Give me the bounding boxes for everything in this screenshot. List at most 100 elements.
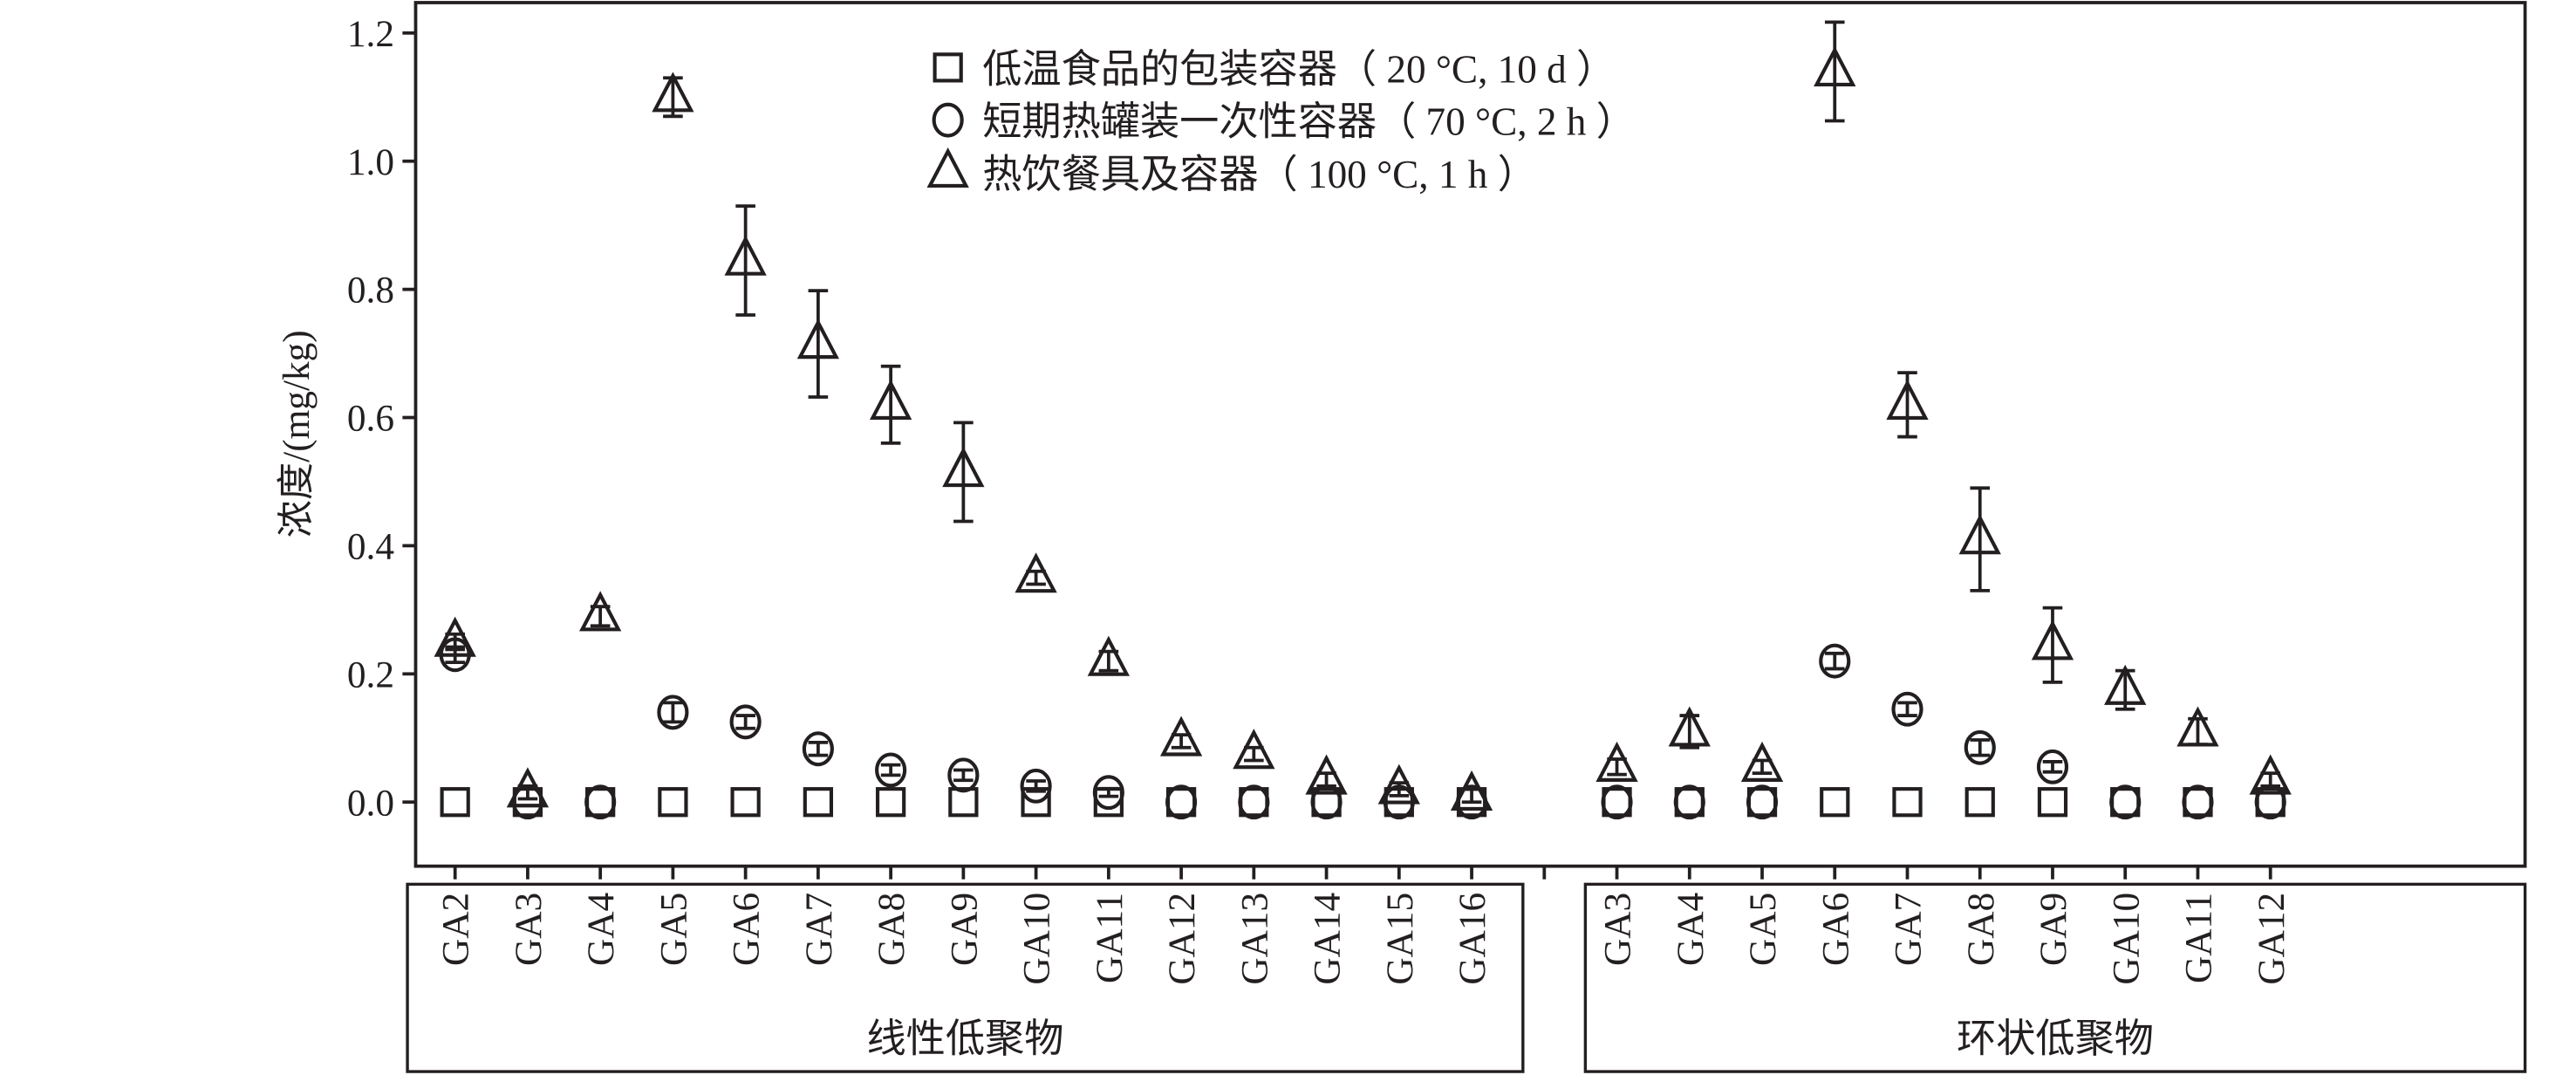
data-marks [434, 20, 2292, 820]
triangle-marker [724, 235, 767, 276]
x-tick-label: GA7 [798, 893, 840, 966]
series-triangle [434, 20, 2292, 811]
circle-marker [2182, 784, 2214, 820]
triangle-marker [1159, 716, 1203, 757]
triangle-marker [2249, 754, 2292, 795]
y-tick-label: 1.2 [347, 13, 394, 55]
triangle-marker [1377, 763, 1420, 805]
legend: 低温食品的包装容器（ 20 °C, 10 d ） 短期热罐装一次性容器（ 70 °… [926, 47, 1636, 196]
triangle-marker [1233, 729, 1275, 770]
x-tick-label: GA2 [435, 893, 477, 966]
triangle-marker [506, 767, 550, 808]
y-axis-label: 浓度/(mg/kg) [276, 330, 318, 538]
x-tick-label: GA3 [508, 893, 550, 966]
triangle-marker [942, 447, 985, 488]
y-tick-label: 1.0 [347, 141, 394, 183]
x-tick-label: GA6 [1814, 893, 1856, 966]
y-tick-label: 0.4 [347, 525, 394, 567]
group-label-box [1583, 882, 2527, 1073]
legend-entry: 短期热罐装一次性容器（ 70 °C, 2 h ） [982, 100, 1636, 144]
y-tick-label: 0.6 [347, 398, 394, 440]
x-tick-label: GA11 [2178, 893, 2220, 983]
square-marker [658, 787, 688, 818]
triangle-marker [1450, 770, 1493, 811]
circle-marker [947, 757, 980, 793]
x-tick-label: GA8 [1960, 893, 2002, 966]
circle-marker [584, 784, 617, 820]
triangle-marker [434, 616, 476, 657]
triangle-marker [1814, 45, 1856, 87]
triangle-marker [2176, 706, 2219, 747]
circle-marker [1165, 784, 1198, 820]
circle-marker [1819, 643, 1851, 679]
triangle-marker [1305, 754, 1348, 795]
x-tick-label: GA12 [2251, 893, 2292, 985]
square-marker [948, 787, 979, 818]
triangle-marker [1668, 706, 1711, 747]
square-marker [1820, 787, 1850, 818]
series-square [440, 787, 2286, 818]
triangle-marker [2031, 620, 2074, 661]
square-marker [1964, 787, 1995, 818]
group-label: 环状低聚物 [1957, 1017, 2154, 1060]
triangle-marker [1958, 514, 2001, 555]
x-tick-label: GA13 [1233, 893, 1275, 985]
square-marker [1892, 787, 1923, 818]
x-tick-label: GA3 [1597, 893, 1639, 966]
square-marker [440, 787, 470, 818]
x-tick-label: GA6 [726, 893, 768, 966]
triangle-marker [796, 318, 840, 359]
series-circle [439, 637, 2286, 820]
circle-marker [1092, 775, 1124, 811]
circle-marker [1891, 691, 1923, 727]
square-marker [933, 52, 963, 83]
x-tick-label: GA5 [1742, 893, 1784, 966]
triangle-marker [579, 591, 622, 632]
square-marker [730, 787, 761, 818]
y-tick-label: 0.0 [347, 782, 394, 824]
x-tick-label: GA9 [2033, 893, 2074, 966]
y-tick-label: 0.2 [347, 654, 394, 695]
triangle-marker [2104, 664, 2147, 705]
x-tick-label: GA8 [871, 893, 912, 966]
triangle-marker [1886, 379, 1929, 420]
circle-marker [875, 752, 907, 788]
triangle-marker [1595, 741, 1638, 782]
circle-marker [932, 102, 964, 138]
x-tick-label: GA11 [1089, 893, 1131, 983]
x-axis: GA2 GA3 GA4 GA5 GA6 GA7 GA8 GA9 GA10 GA11 GA12 GA13… [406, 866, 2527, 1073]
circle-marker [1746, 784, 1779, 820]
triangle-marker [652, 72, 694, 113]
y-axis: 0.0 0.2 0.4 0.6 0.8 1.0 1.2 [347, 13, 416, 824]
legend-entry: 低温食品的包装容器（ 20 °C, 10 d ） [982, 47, 1616, 91]
circle-marker [1601, 784, 1633, 820]
group-label-box [406, 882, 1525, 1073]
circle-marker [1964, 729, 1996, 765]
legend-entry: 热饮餐具及容器（ 100 °C, 1 h ） [982, 153, 1537, 196]
x-tick-label: GA16 [1452, 893, 1493, 985]
triangle-marker [926, 147, 969, 188]
x-tick-label: GA4 [1670, 893, 1712, 966]
circle-marker [1238, 784, 1270, 820]
square-marker [875, 787, 906, 818]
circle-marker [1020, 768, 1052, 804]
x-tick-label: GA7 [1888, 893, 1930, 966]
triangle-marker [869, 379, 912, 420]
x-tick-label: GA10 [2105, 893, 2147, 985]
triangle-marker [1740, 741, 1784, 782]
circle-marker [2036, 749, 2069, 784]
circle-marker [2109, 784, 2142, 820]
x-tick-label: GA12 [1161, 893, 1203, 985]
square-marker [803, 787, 834, 818]
x-tick-label: GA10 [1016, 893, 1058, 985]
x-tick-label: GA5 [653, 893, 694, 966]
y-tick-label: 0.8 [347, 270, 394, 312]
circle-marker [1673, 784, 1705, 820]
group-label: 线性低聚物 [866, 1017, 1063, 1060]
circle-marker [729, 704, 762, 740]
x-tick-label: GA4 [580, 893, 622, 966]
triangle-marker [1015, 552, 1057, 593]
x-tick-label: GA15 [1379, 893, 1421, 985]
circle-marker [657, 695, 689, 730]
